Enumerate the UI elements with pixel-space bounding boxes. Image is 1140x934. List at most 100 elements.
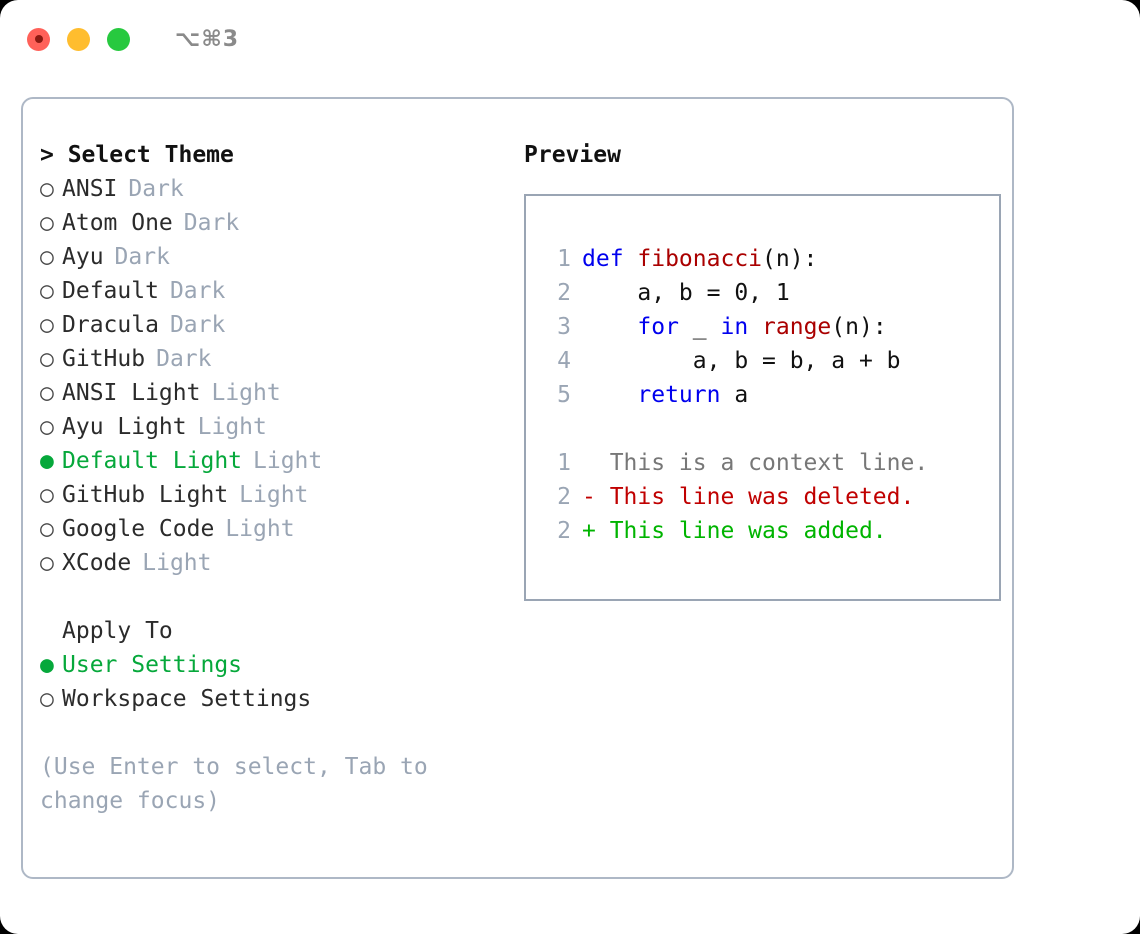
code-line: 5 return a bbox=[543, 378, 999, 412]
theme-kind-label: Dark bbox=[128, 176, 184, 202]
theme-option[interactable]: ● Default Light Light bbox=[40, 444, 502, 478]
page-title: > Select Theme bbox=[40, 142, 234, 168]
radio-icon: ○ bbox=[40, 516, 54, 542]
apply-to-list[interactable]: ● User Settings ○Workspace Settings bbox=[40, 648, 502, 716]
theme-kind-label: Dark bbox=[169, 312, 226, 338]
section-divider bbox=[40, 580, 502, 614]
theme-name: Ayu Light bbox=[62, 414, 187, 440]
apply-to-name: Workspace Settings bbox=[62, 686, 312, 712]
theme-name: Default bbox=[62, 278, 159, 304]
radio-icon: ○ bbox=[40, 210, 54, 236]
theme-option[interactable]: ○ GitHub Light Light bbox=[40, 478, 502, 512]
code-token: _ bbox=[678, 314, 721, 340]
theme-kind-label: Dark bbox=[156, 346, 212, 372]
theme-name: Google Code bbox=[62, 516, 215, 542]
theme-kind-label: Light bbox=[239, 482, 309, 508]
code-line: 1 def fibonacci(n): bbox=[543, 242, 999, 276]
theme-name: GitHub Light bbox=[62, 482, 229, 508]
theme-kind-label: Light bbox=[225, 516, 295, 542]
radio-icon: ○ bbox=[40, 550, 54, 576]
theme-name: ANSI Light bbox=[62, 380, 201, 406]
code-blank-line bbox=[543, 412, 999, 446]
theme-option[interactable]: ○ Default Dark bbox=[40, 274, 502, 308]
radio-icon: ○ bbox=[40, 346, 54, 372]
radio-selected-icon: ● bbox=[40, 652, 54, 678]
radio-icon: ○ bbox=[40, 312, 54, 338]
line-number: 5 bbox=[557, 382, 571, 408]
theme-kind-label: Dark bbox=[169, 278, 226, 304]
apply-to-option[interactable]: ○Workspace Settings bbox=[40, 682, 502, 716]
theme-option[interactable]: ○ Atom One Dark bbox=[40, 206, 502, 240]
theme-option[interactable]: ○ XCode Light bbox=[40, 546, 502, 580]
code-token: This is a context line. bbox=[582, 450, 929, 476]
code-text: return a bbox=[582, 378, 748, 412]
code-token: (n): bbox=[831, 314, 887, 340]
code-token: a, b = 0, 1 bbox=[582, 280, 790, 306]
maximize-button[interactable] bbox=[107, 27, 130, 51]
radio-icon: ○ bbox=[40, 482, 54, 508]
code-text: a, b = 0, 1 bbox=[582, 276, 790, 310]
line-number: 2 bbox=[557, 518, 571, 544]
code-token: - This line was deleted. bbox=[582, 484, 915, 510]
traffic-lights bbox=[27, 27, 130, 51]
theme-name: Ayu bbox=[62, 244, 104, 270]
code-text: def fibonacci(n): bbox=[582, 242, 817, 276]
code-text: for _ in range(n): bbox=[582, 310, 887, 344]
code-token: range bbox=[762, 314, 832, 340]
line-number: 1 bbox=[557, 450, 571, 476]
code-token: + This line was added. bbox=[582, 518, 887, 544]
radio-icon: ○ bbox=[40, 414, 54, 440]
theme-option[interactable]: ○ Ayu Light Light bbox=[40, 410, 502, 444]
theme-option[interactable]: ○ Google Code Light bbox=[40, 512, 502, 546]
theme-kind-label: Light bbox=[211, 380, 281, 406]
code-line: 4 a, b = b, a + b bbox=[543, 344, 999, 378]
apply-to-name: User Settings bbox=[62, 652, 243, 678]
line-number: 2 bbox=[557, 484, 571, 510]
title-bar: ⌥⌘3 bbox=[0, 0, 1140, 78]
line-number: 4 bbox=[557, 348, 571, 374]
radio-icon: ○ bbox=[40, 278, 54, 304]
apply-to-option[interactable]: ● User Settings bbox=[40, 648, 502, 682]
code-token: return bbox=[637, 382, 721, 408]
theme-kind-label: Light bbox=[253, 448, 323, 474]
theme-name: Default Light bbox=[62, 448, 243, 474]
code-token bbox=[582, 314, 637, 340]
line-number: 3 bbox=[557, 314, 571, 340]
code-line: 2 - This line was deleted. bbox=[543, 480, 999, 514]
theme-kind-label: Dark bbox=[183, 210, 240, 236]
code-line: 2 a, b = 0, 1 bbox=[543, 276, 999, 310]
theme-name: XCode bbox=[62, 550, 132, 576]
code-token: a bbox=[720, 382, 749, 408]
theme-name: ANSI bbox=[62, 176, 118, 202]
theme-name: Atom One bbox=[62, 210, 173, 236]
code-token: def bbox=[582, 246, 638, 272]
line-number: 2 bbox=[557, 280, 571, 306]
theme-option[interactable]: ○ GitHub Dark bbox=[40, 342, 502, 376]
theme-option[interactable]: ○ ANSI Dark bbox=[40, 172, 502, 206]
theme-kind-label: Light bbox=[142, 550, 212, 576]
code-text: a, b = b, a + b bbox=[582, 344, 901, 378]
apply-to-label: Apply To bbox=[62, 618, 173, 644]
theme-kind-label: Light bbox=[197, 414, 267, 440]
close-button[interactable] bbox=[27, 27, 50, 51]
code-text: - This line was deleted. bbox=[582, 480, 914, 514]
radio-icon: ○ bbox=[40, 176, 54, 202]
code-text: This is a context line. bbox=[582, 446, 929, 480]
apply-to-heading: Apply To bbox=[40, 614, 502, 648]
minimize-button[interactable] bbox=[67, 27, 90, 51]
code-token: a, b = b, a + b bbox=[582, 348, 901, 374]
radio-icon: ○ bbox=[40, 380, 54, 406]
theme-name: GitHub bbox=[62, 346, 146, 372]
line-number: 1 bbox=[557, 246, 571, 272]
theme-option[interactable]: ○ ANSI Light Light bbox=[40, 376, 502, 410]
radio-selected-icon: ● bbox=[40, 448, 54, 474]
code-token bbox=[582, 382, 637, 408]
